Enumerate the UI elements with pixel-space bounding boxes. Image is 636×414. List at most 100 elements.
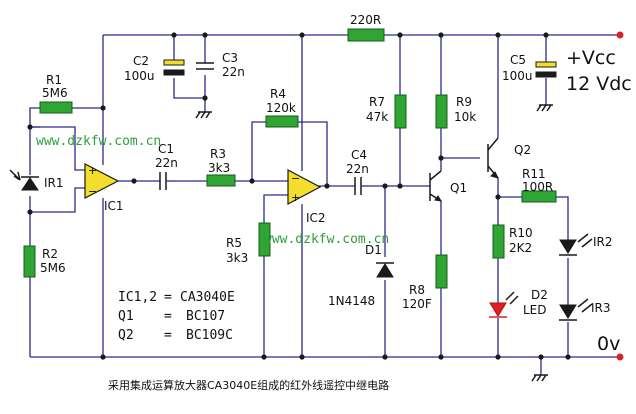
opamp-ic2: − +	[287, 169, 322, 205]
transistor-q2	[487, 137, 499, 179]
parts-part: BC107	[186, 309, 225, 324]
r2-value: 5M6	[40, 261, 66, 275]
resistors	[23, 28, 557, 289]
parts-part: CA3040E	[180, 290, 235, 305]
d1-label: D1	[365, 243, 382, 257]
r5-value: 3k3	[226, 251, 248, 265]
c2-label: C2	[133, 54, 149, 68]
watermark-top: www.dzkfw.com.cn	[36, 134, 161, 149]
diode-d1	[376, 262, 394, 278]
resistor-r11	[521, 190, 557, 203]
q2-label: Q2	[514, 143, 531, 157]
photodiode-ir1	[9, 169, 39, 191]
vcc-voltage: 12 Vdc	[566, 73, 632, 95]
junction-dots	[27, 32, 571, 360]
vcc-label: +Vcc	[566, 47, 616, 69]
led-ir3	[559, 298, 593, 321]
d2-value: LED	[523, 303, 547, 317]
r1-label: R1	[46, 73, 62, 87]
wires	[29, 34, 620, 375]
capacitor-c2	[163, 59, 185, 76]
r4-value: 120k	[266, 101, 296, 115]
figure-caption: 采用集成运算放大器CA3040E组成的红外线遥控中继电路	[108, 378, 389, 392]
c1-value: 22n	[155, 156, 178, 170]
resistor-220r	[347, 28, 385, 42]
q1-label: Q1	[450, 181, 467, 195]
svg-text:+: +	[88, 164, 97, 177]
svg-text:−: −	[88, 185, 97, 198]
c3-value: 22n	[222, 65, 245, 79]
component-labels: R1 5M6 IR1 R2 5M6 IC1 C1 22n C2 100u C3 …	[40, 13, 613, 317]
parts-ref: Q2	[118, 328, 134, 343]
resistor-r7	[394, 94, 407, 129]
c1-label: C1	[158, 142, 174, 156]
ground-icon	[536, 104, 553, 112]
resistor-r4	[265, 115, 299, 128]
led-ir2	[559, 233, 593, 256]
d1-value: 1N4148	[328, 294, 375, 308]
ir2-label: IR2	[593, 235, 613, 249]
c5-label: C5	[510, 53, 526, 67]
resistor-r10	[492, 224, 505, 259]
capacitor-c1	[159, 172, 167, 190]
c3-label: C3	[222, 51, 238, 65]
r9-value: 10k	[454, 110, 476, 124]
r8-value: 120F	[402, 297, 432, 311]
r220-value: 220R	[350, 13, 381, 27]
r7-value: 47k	[366, 110, 388, 124]
r9-label: R9	[456, 95, 472, 109]
resistor-r1	[39, 101, 73, 114]
r8-label: R8	[409, 283, 425, 297]
parts-ref: Q1	[118, 309, 134, 324]
c5-value: 100u	[502, 69, 533, 83]
r11-label: R11	[522, 167, 546, 181]
r7-label: R7	[369, 95, 385, 109]
ir1-label: IR1	[44, 176, 64, 190]
opamp-ic1: + −	[84, 163, 120, 199]
parts-list: IC1,2 = CA3040E Q1 = BC107 Q2 = BC109C	[118, 290, 235, 343]
svg-text:+: +	[291, 191, 300, 204]
r3-label: R3	[210, 147, 226, 161]
r10-value: 2K2	[509, 241, 532, 255]
r2-label: R2	[42, 247, 58, 261]
ground-icon	[531, 374, 548, 382]
r5-wire	[263, 194, 288, 357]
ground-label: 0v	[597, 333, 620, 355]
ground-symbols	[195, 104, 553, 382]
r4-feedback-wire	[251, 121, 328, 186]
parts-eq: =	[164, 290, 172, 305]
led-d2	[489, 291, 519, 318]
ir3-label: IR3	[591, 301, 611, 315]
ic1-label: IC1	[104, 199, 124, 213]
r5-label: R5	[226, 236, 242, 250]
r4-label: R4	[270, 87, 286, 101]
parts-eq: =	[164, 328, 172, 343]
ic2-label: IC2	[306, 211, 326, 225]
svg-text:−: −	[291, 172, 300, 185]
r3-value: 3k3	[208, 161, 230, 175]
vcc-terminal	[616, 31, 624, 39]
decoupling-wire	[173, 35, 206, 112]
r10-label: R10	[509, 226, 533, 240]
c4-label: C4	[351, 148, 367, 162]
capacitor-c3	[196, 62, 214, 70]
capacitor-c5	[535, 61, 557, 78]
c2-value: 100u	[124, 69, 155, 83]
capacitor-c4	[354, 177, 362, 195]
watermark-middle: www.dzkfw.com.cn	[264, 232, 389, 247]
resistor-r2	[23, 245, 36, 278]
parts-ref: IC1,2	[118, 290, 157, 305]
parts-eq: =	[164, 309, 172, 324]
transistor-q1	[429, 170, 442, 202]
r11-value: 100R	[522, 180, 553, 194]
parts-part: BC109C	[186, 328, 233, 343]
ground-icon	[195, 111, 212, 119]
r7-d1-wire	[384, 35, 401, 357]
c4-value: 22n	[346, 162, 369, 176]
r1-value: 5M6	[42, 86, 68, 100]
resistor-r5	[258, 222, 271, 257]
ground-terminal	[616, 353, 624, 361]
resistor-r3	[206, 174, 236, 187]
ic1-plus-input-wire	[30, 126, 85, 171]
